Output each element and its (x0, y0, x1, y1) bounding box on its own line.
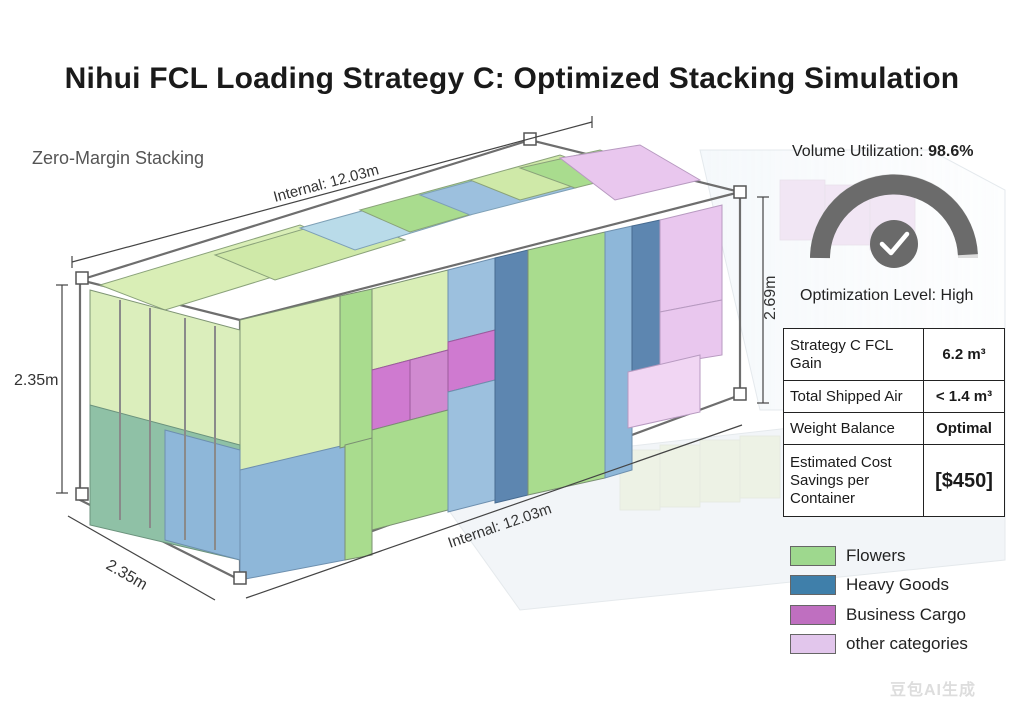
legend-item: other categories (790, 630, 968, 660)
dim-width: 2.35m (103, 557, 150, 594)
legend-item: Business Cargo (790, 600, 968, 630)
legend-swatch (790, 604, 836, 625)
page-title: Nihui FCL Loading Strategy C: Optimized … (64, 62, 960, 95)
end-face-boxes (89, 289, 241, 561)
legend-item: Flowers (790, 541, 968, 571)
legend: Flowers Heavy Goods Business Cargo other… (790, 541, 968, 659)
legend-label: other categories (846, 634, 968, 654)
side-face-boxes (239, 204, 723, 581)
utilization-label: Volume Utilization: (792, 143, 924, 160)
dim-height-left: 2.35m (14, 372, 58, 389)
subtitle: Zero-Margin Stacking (32, 148, 205, 168)
optimization-level: Optimization Level: High (800, 287, 974, 304)
stat-label: Strategy C FCL Gain (783, 328, 924, 381)
stat-label: Weight Balance (783, 412, 924, 445)
stat-value: [$450] (923, 444, 1005, 517)
utilization-value: 98.6% (928, 143, 974, 160)
stat-value: 6.2 m³ (923, 328, 1005, 381)
table-row: Estimated Cost Savings per Container [$4… (783, 444, 1005, 517)
legend-label: Flowers (846, 545, 906, 565)
check-icon (870, 220, 918, 268)
top-face-boxes (98, 144, 702, 311)
table-row: Strategy C FCL Gain 6.2 m³ (783, 328, 1005, 381)
legend-swatch (790, 575, 836, 596)
legend-swatch (790, 545, 836, 566)
stat-label: Estimated Cost Savings per Container (783, 444, 924, 517)
table-row: Total Shipped Air < 1.4 m³ (783, 380, 1005, 413)
dimension-lines (56, 116, 769, 601)
stat-label: Total Shipped Air (783, 380, 924, 413)
legend-label: Heavy Goods (846, 575, 949, 595)
stats-table: Strategy C FCL Gain 6.2 m³ Total Shipped… (783, 328, 1005, 517)
legend-item: Heavy Goods (790, 571, 968, 601)
watermark: 豆包AI生成 (890, 682, 977, 699)
table-row: Weight Balance Optimal (783, 412, 1005, 445)
utilization-gauge (810, 174, 978, 268)
legend-swatch (790, 634, 836, 655)
volume-utilization: Volume Utilization: 98.6% (792, 143, 973, 161)
legend-label: Business Cargo (846, 604, 967, 624)
stat-value: Optimal (923, 412, 1005, 445)
dim-height-right: 2.69m (762, 276, 779, 320)
stat-value: < 1.4 m³ (923, 380, 1005, 413)
corner-castings (75, 132, 747, 585)
